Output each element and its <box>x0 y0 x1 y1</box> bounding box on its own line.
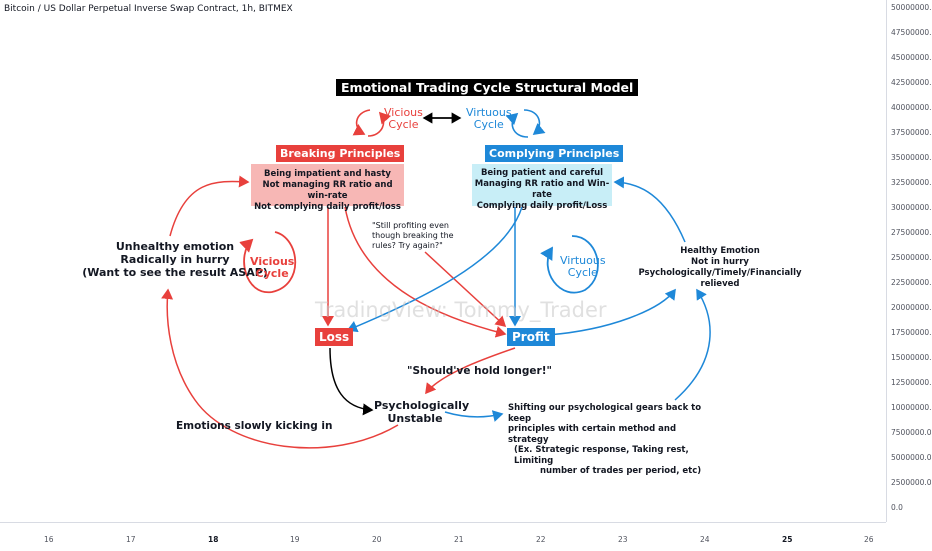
time-tick: 20 <box>372 535 382 544</box>
price-tick: 17500000.0 <box>891 328 932 337</box>
price-tick: 2500000.0 <box>891 478 932 487</box>
complying-principles-title: Complying Principles <box>485 145 624 162</box>
price-tick: 22500000.0 <box>891 278 932 287</box>
shifting-to-healthy-arrow <box>674 288 711 401</box>
price-tick: 20000000.0 <box>891 303 932 312</box>
profit-to-should-hold-arrow <box>425 347 516 395</box>
loss-to-psych-arrow <box>329 347 374 416</box>
time-tick: 18 <box>208 535 219 544</box>
virtuous-mid-cycle-arrow <box>540 235 599 294</box>
price-tick: 47500000.0 <box>891 28 932 37</box>
price-tick: 45000000.0 <box>891 53 932 62</box>
vicious-mid-cycle-arrow <box>239 231 297 293</box>
diagram-title: Emotional Trading Cycle Structural Model <box>336 79 639 96</box>
chart-title: Bitcoin / US Dollar Perpetual Inverse Sw… <box>4 4 293 14</box>
time-axis[interactable]: 16 17 18 19 20 21 22 23 24 25 26 <box>0 522 886 551</box>
time-tick: 17 <box>126 535 136 544</box>
diagram-arrows <box>161 109 711 449</box>
breaking-principles-box: Being impatient and hasty Not managing R… <box>251 164 404 212</box>
psychologically-unstable-label: Psychologically Unstable <box>374 399 470 425</box>
breaking-principles-title: Breaking Principles <box>276 145 405 162</box>
time-tick: 24 <box>700 535 710 544</box>
price-tick: 30000000.0 <box>891 203 932 212</box>
unhealthy-emotion-label: Unhealthy emotion Radically in hurry (Wa… <box>82 240 268 279</box>
virtuous-top-cycle-arrow <box>523 109 546 136</box>
price-tick: 0.0 <box>891 503 903 512</box>
price-tick: 27500000.0 <box>891 228 932 237</box>
time-tick: 19 <box>290 535 300 544</box>
diagram-canvas <box>85 58 823 472</box>
price-tick: 32500000.0 <box>891 178 932 187</box>
price-axis[interactable]: 50000000.0 47500000.0 45000000.0 42500000.0… <box>886 0 932 522</box>
virtuous-cycle-top-label: Virtuous Cycle <box>466 106 512 131</box>
watermark: TradingView: Tommy_Trader <box>315 298 607 322</box>
time-tick: 16 <box>44 535 54 544</box>
vicious-top-cycle-arrow <box>352 109 371 136</box>
time-tick: 25 <box>782 535 793 544</box>
healthy-to-complying-arrow <box>613 176 686 243</box>
profit-to-healthy-arrow <box>547 288 676 336</box>
price-tick: 40000000.0 <box>891 103 932 112</box>
time-tick: 22 <box>536 535 546 544</box>
should-hold-quote: "Should've hold longer!" <box>407 365 552 377</box>
price-tick: 12500000.0 <box>891 378 932 387</box>
price-tick: 50000000.0 <box>891 3 932 12</box>
price-tick: 10000000.0 <box>891 403 932 412</box>
profit-node: Profit <box>507 328 555 346</box>
time-tick: 21 <box>454 535 464 544</box>
psych-to-shifting-arrow <box>444 410 504 422</box>
price-tick: 7500000.0 <box>891 428 932 437</box>
price-tick: 37500000.0 <box>891 128 932 137</box>
price-tick: 42500000.0 <box>891 78 932 87</box>
psych-to-unhealthy-arrow <box>161 288 399 449</box>
virtuous-top-cycle-arrow <box>505 112 529 138</box>
vicious-cycle-top-label: Vicious Cycle <box>384 106 423 131</box>
breaking-to-profit-arrow <box>344 206 507 338</box>
unhealthy-to-breaking-arrow <box>169 175 250 237</box>
loss-node: Loss <box>315 328 354 346</box>
price-tick: 25000000.0 <box>891 253 932 262</box>
emotions-slowly-label: Emotions slowly kicking in <box>176 420 333 432</box>
price-tick: 15000000.0 <box>891 353 932 362</box>
shifting-gears-label: Shifting our psychological gears back to… <box>508 403 702 476</box>
virtuous-cycle-mid-label: Virtuous Cycle <box>560 254 606 279</box>
still-profiting-quote: "Still profiting even though breaking th… <box>372 221 454 250</box>
healthy-emotion-label: Healthy Emotion Not in hurry Psychologic… <box>638 246 802 289</box>
price-tick: 5000000.0 <box>891 453 932 462</box>
time-tick: 26 <box>864 535 874 544</box>
time-tick: 23 <box>618 535 628 544</box>
price-tick: 35000000.0 <box>891 153 932 162</box>
vicious-top-cycle-arrow <box>367 111 392 137</box>
still-profiting-arrow <box>424 251 507 328</box>
complying-principles-box: Being patient and careful Managing RR ra… <box>472 164 612 211</box>
vicious-cycle-mid-label: Vicious Cycle <box>250 255 295 280</box>
complying-to-loss-arrow <box>346 206 523 333</box>
